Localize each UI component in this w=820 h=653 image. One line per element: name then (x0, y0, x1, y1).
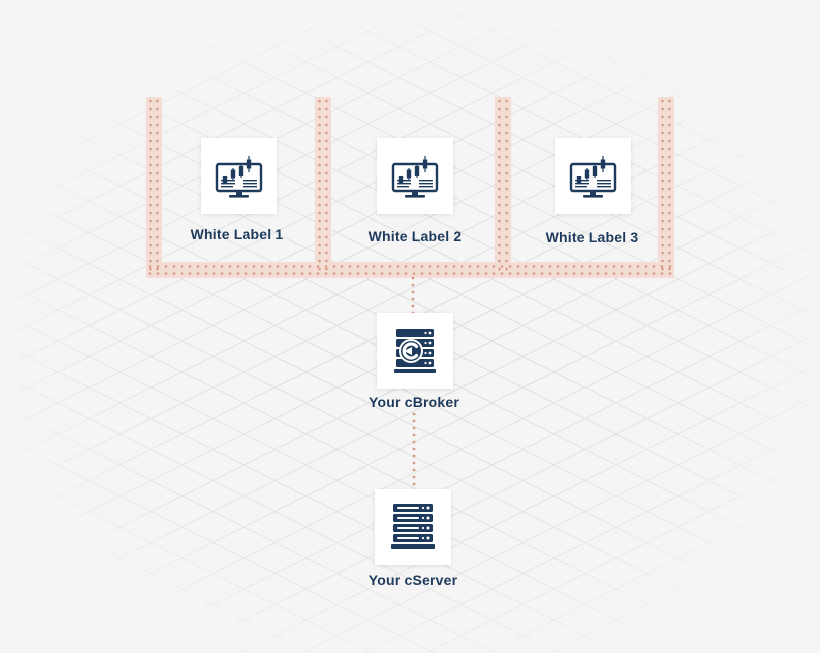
server-rack-icon (391, 504, 435, 549)
connector-to-cserver (412, 440, 416, 444)
trading-monitor-icon (569, 156, 617, 198)
node-white-label-3 (555, 138, 631, 214)
node-white-label-2 (377, 138, 453, 214)
connector-to-cserver (412, 426, 416, 430)
connector-to-cserver (412, 433, 416, 437)
connector-to-cserver (412, 419, 416, 423)
node-label-white-label-1: White Label 1 (190, 226, 284, 242)
trading-monitor-icon (215, 156, 263, 198)
node-white-label-1 (201, 138, 277, 214)
connector-segment (146, 97, 162, 270)
connector-to-cserver (412, 482, 416, 486)
node-label-white-label-2: White Label 2 (368, 228, 462, 244)
connector-to-cserver (412, 447, 416, 451)
node-cserver (375, 489, 451, 565)
connector-to-cserver (412, 461, 416, 465)
connector-bus (146, 262, 674, 278)
connector-to-cbroker (411, 276, 415, 280)
node-label-cserver: Your cServer (368, 572, 458, 588)
node-label-cbroker: Your cBroker (368, 394, 460, 410)
connector-to-cbroker (411, 283, 415, 287)
connector-segment (495, 97, 511, 270)
trading-monitor-icon (391, 156, 439, 198)
connector-segment (315, 97, 331, 270)
connector-to-cbroker (411, 304, 415, 308)
cbroker-server-icon (394, 329, 436, 373)
connector-to-cserver (412, 475, 416, 479)
connector-to-cbroker (411, 290, 415, 294)
connector-to-cserver (412, 454, 416, 458)
node-label-white-label-3: White Label 3 (545, 229, 639, 245)
node-cbroker (377, 313, 453, 389)
connector-to-cserver (412, 468, 416, 472)
connector-to-cbroker (411, 297, 415, 301)
connector-to-cserver (412, 412, 416, 416)
